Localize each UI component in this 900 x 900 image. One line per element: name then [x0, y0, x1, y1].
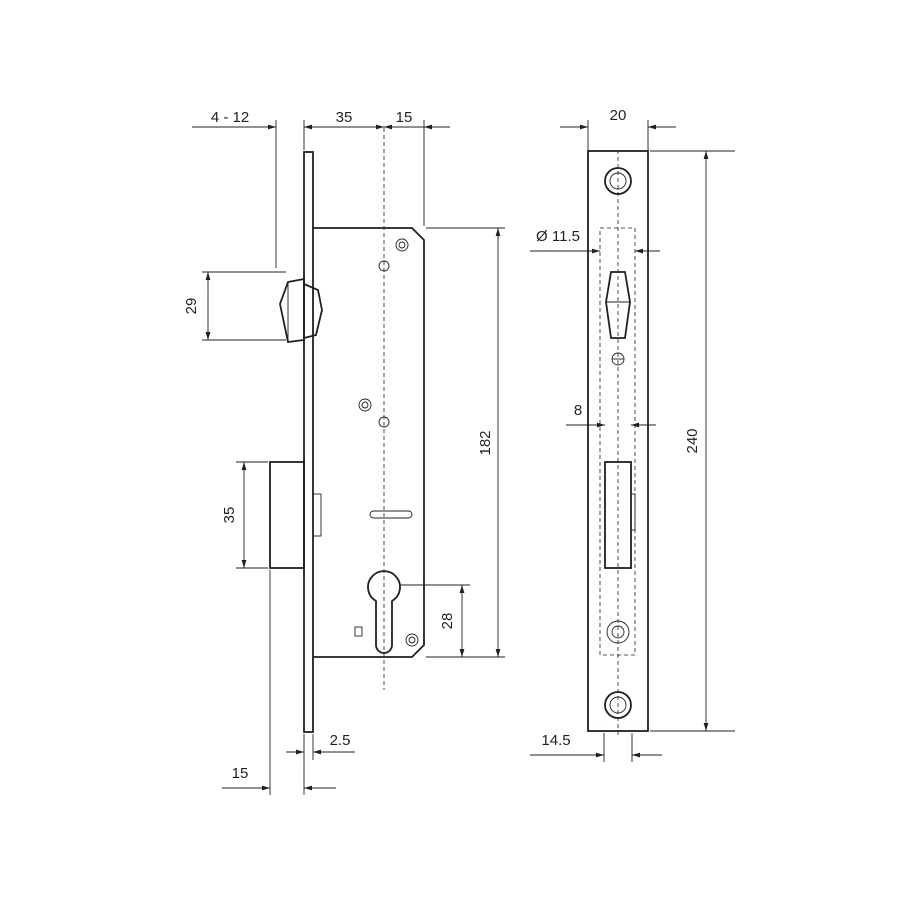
screw-bottom-inner — [408, 636, 416, 644]
dim-plate-height: 240 — [684, 428, 701, 453]
screw-middle-inner — [361, 401, 369, 409]
body-slot — [369, 510, 413, 519]
side-view: 4 - 12 35 15 29 35 182 28 2.5 15 — [183, 109, 505, 795]
dead-bolt-tab-front — [630, 493, 636, 531]
dim-backset-range: 4 - 12 — [211, 109, 249, 126]
dim-body-height: 182 — [477, 430, 494, 455]
dim-cylinder-offset: 28 — [439, 613, 456, 630]
dim-bolt-width: 8 — [574, 402, 582, 419]
dim-hole-diameter: Ø 11.5 — [536, 228, 580, 245]
dim-faceplate-offset: 15 — [396, 109, 413, 126]
pin-hole-top — [378, 260, 390, 272]
body-outline-dashed — [599, 227, 636, 656]
mount-hole-bottom — [604, 691, 632, 719]
dim-backset: 35 — [336, 109, 353, 126]
latch-bolt — [279, 277, 305, 343]
dim-bolt-height: 35 — [221, 507, 238, 524]
front-view: 20 Ø 11.5 8 240 14.5 — [530, 107, 735, 762]
screw-top-inner — [398, 241, 406, 249]
faceplate-side — [303, 151, 314, 733]
mount-hole-bottom-inner — [609, 696, 627, 714]
dim-plate-width: 20 — [610, 107, 627, 124]
mount-hole-top — [604, 167, 632, 195]
cylinder-hole — [367, 570, 401, 654]
latch-bolt-hook — [303, 283, 323, 339]
lock-body — [313, 227, 425, 658]
dim-hole-offset: 14.5 — [541, 732, 570, 749]
pin-hole-middle — [378, 416, 390, 428]
dim-latch-height: 29 — [183, 298, 200, 315]
body-screw-upper — [606, 620, 630, 644]
dim-bolt-projection: 15 — [232, 765, 249, 782]
dead-bolt — [269, 461, 305, 569]
dead-bolt-tab — [312, 493, 322, 537]
small-square — [354, 626, 363, 637]
screw-top — [395, 238, 409, 252]
screw-middle — [358, 398, 372, 412]
body-screw-upper-inner — [611, 625, 625, 639]
screw-bottom — [405, 633, 419, 647]
dim-plate-thickness: 2.5 — [330, 732, 351, 749]
mount-hole-top-inner — [609, 172, 627, 190]
